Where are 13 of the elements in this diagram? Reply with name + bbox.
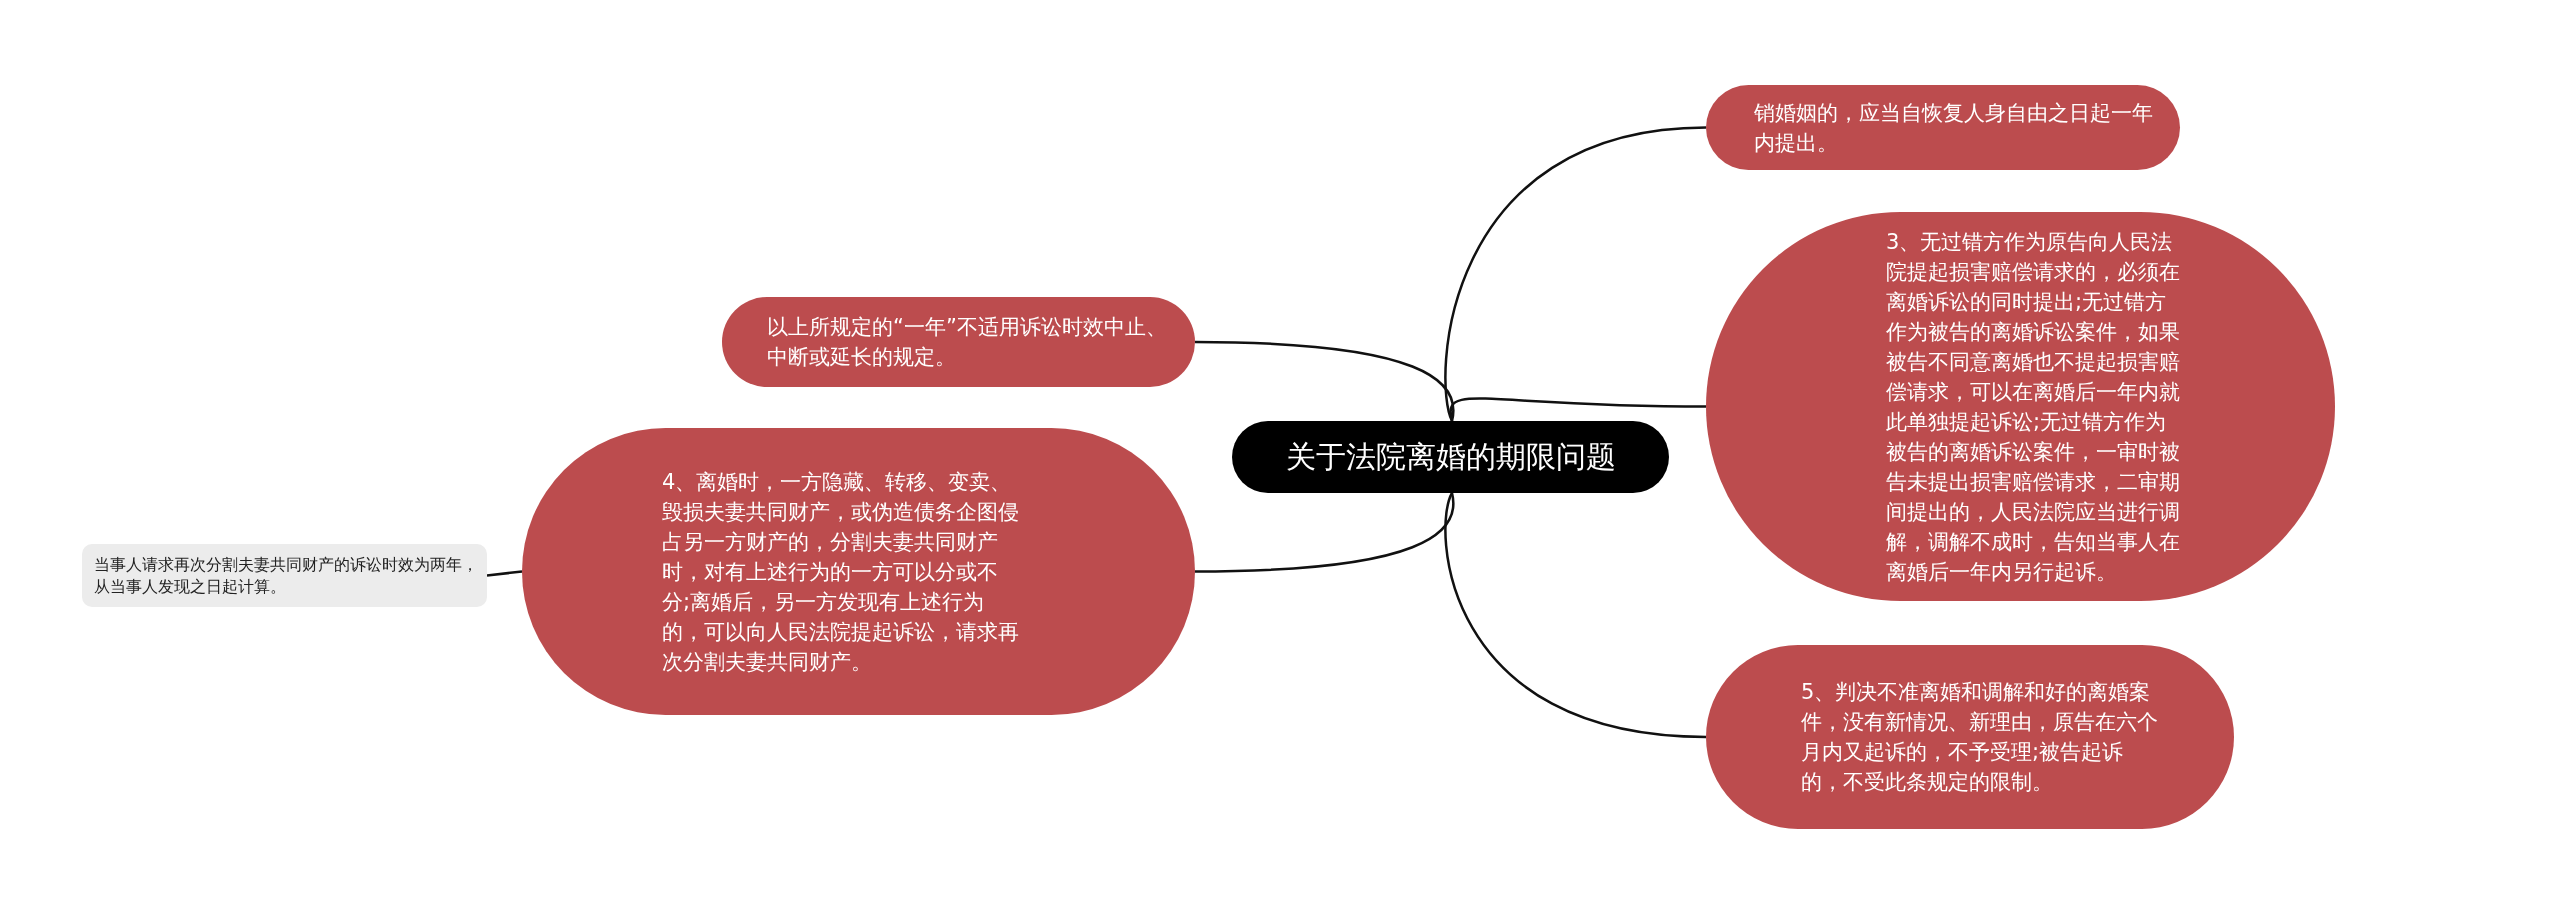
connector-line: [1444, 126, 1707, 422]
topic-bubble: 3、无过错方作为原告向人民法院提起损害赔偿请求的，必须在离婚诉讼的同时提出;无过错方作为被告的离婚诉讼案件，如果被告不同意离婚也不提起损害赔偿请求，可以在离婚后一年内就此单独提起诉讼;无过错方作为被告的离婚诉讼案件，一审时被告未提出损害赔偿请求，二审期间提出的，人民法院应当进行调解，调解不成时，告知当事人在离婚后一年内另行起诉。: [1706, 212, 2335, 601]
connector-line: [1194, 492, 1455, 573]
connector-line: [1194, 340, 1455, 422]
note-box: 当事人请求再次分割夫妻共同财产的诉讼时效为两年，从当事人发现之日起计算。: [82, 544, 487, 607]
topic-bubble: 销婚姻的，应当自恢复人身自由之日起一年内提出。: [1706, 85, 2180, 170]
topic-bubble: 以上所规定的“一年”不适用诉讼时效中止、中断或延长的规定。: [722, 297, 1195, 387]
connector-line: [486, 570, 523, 577]
topic-bubble: 5、判决不准离婚和调解和好的离婚案件，没有新情况、新理由，原告在六个月内又起诉的，不予受理;被告起诉的，不受此条规定的限制。: [1706, 645, 2234, 829]
connector-line: [1444, 492, 1707, 739]
topic-bubble: 4、离婚时，一方隐藏、转移、变卖、毁损夫妻共同财产，或伪造债务企图侵占另一方财产的，分割夫妻共同财产时，对有上述行为的一方可以分或不分;离婚后，另一方发现有上述行为的，可以向人民法院提起诉讼，请求再次分割夫妻共同财产。: [522, 428, 1195, 715]
connector-line: [1449, 397, 1706, 422]
central-topic: 关于法院离婚的期限问题: [1232, 421, 1669, 493]
